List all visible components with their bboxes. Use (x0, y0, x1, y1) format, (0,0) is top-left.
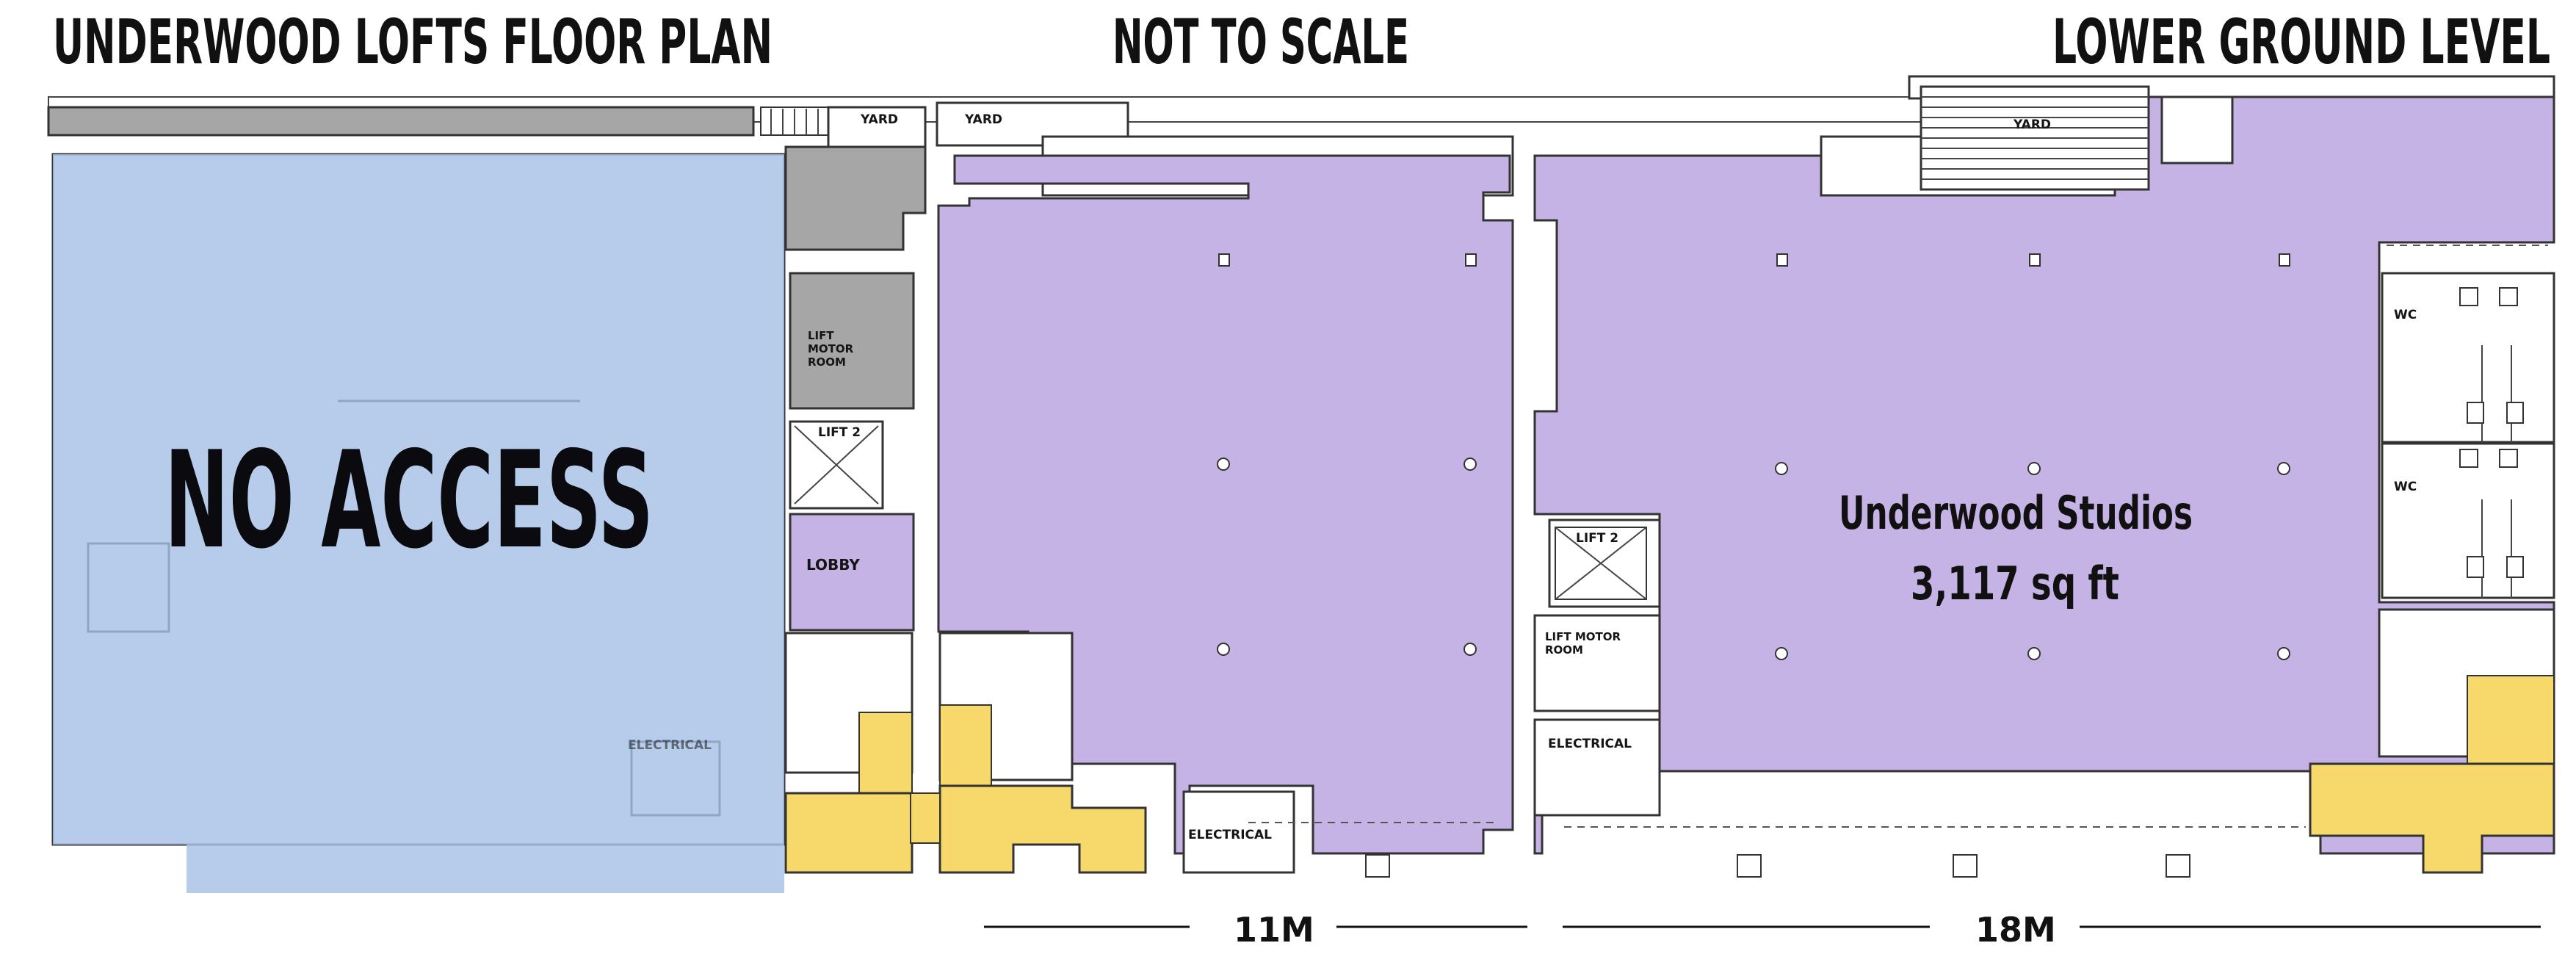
lift-motor-room-label-left: LIFT MOTOR ROOM (808, 329, 854, 369)
dimension-18m: 18M (1975, 910, 2056, 950)
plan-title: UNDERWOOD LOFTS FLOOR PLAN (53, 6, 773, 78)
lobby-area (789, 513, 915, 632)
yard-label-right: YARD (2013, 118, 2051, 132)
columns (1217, 253, 2290, 878)
lift-motor-room-label-left-box: LIFT MOTOR ROOM (808, 329, 854, 369)
electrical-label-right: ELECTRICAL (1548, 737, 1632, 751)
wc-label-top: WC (2394, 308, 2417, 322)
scale-note: NOT TO SCALE (1112, 6, 1409, 78)
wc-label-bottom: WC (2394, 480, 2417, 494)
dimension-markers: 11M 18M (984, 910, 2541, 950)
dashed-lines (1248, 245, 2548, 828)
lobby-label: LOBBY (806, 556, 860, 574)
wc-block (2381, 272, 2555, 599)
electrical-label-left: ELECTRICAL (628, 738, 712, 753)
yard-label-mid: YARD (964, 112, 1002, 127)
stair-cores (784, 608, 2555, 874)
lift-2-label-right: LIFT 2 (1576, 531, 1618, 546)
studio-floor (937, 95, 2555, 855)
lift-2-label-left: LIFT 2 (818, 425, 861, 440)
electrical-label-mid: ELECTRICAL (1188, 828, 1272, 842)
no-access-zone: NO ACCESS (51, 153, 786, 893)
service-core (784, 145, 927, 510)
unit-name: Underwood Studios (1839, 486, 2193, 540)
electrical-room-bottom (1182, 790, 1295, 874)
yard-label-left: YARD (860, 112, 898, 127)
unit-area: 3,117 sq ft (1911, 557, 2119, 610)
lift-motor-room-label-right-box: LIFT MOTOR ROOM (1545, 630, 1621, 657)
level-label: LOWER GROUND LEVEL (2052, 6, 2550, 78)
no-access-label: NO ACCESS (164, 422, 654, 578)
yard-hatched (1920, 85, 2234, 191)
right-core (1533, 518, 1661, 817)
lift-motor-room-label-right: LIFT MOTOR ROOM (1545, 630, 1621, 657)
dimension-11m: 11M (1234, 910, 1314, 950)
